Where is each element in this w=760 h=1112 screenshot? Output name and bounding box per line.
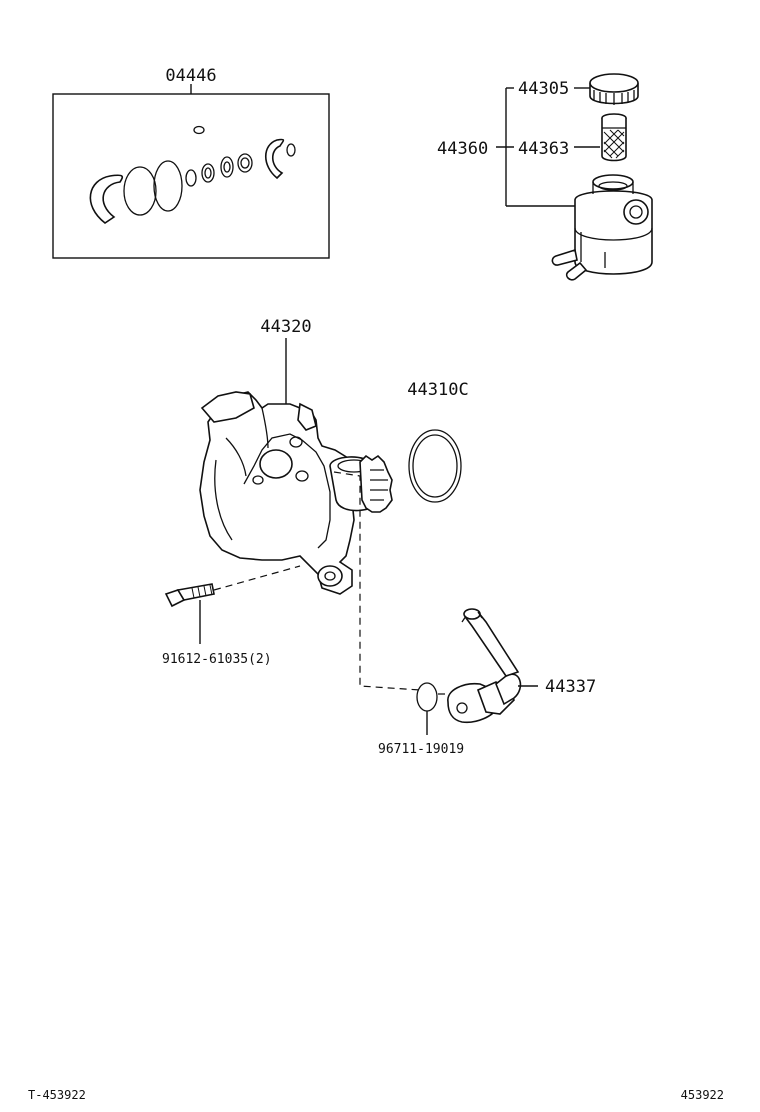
bushing-2-inner — [223, 161, 231, 173]
seal-ring-inner — [240, 157, 250, 169]
pipe-o-ring — [416, 682, 438, 712]
reservoir-group — [496, 73, 653, 281]
reservoir-cap — [589, 73, 639, 105]
bushing-2 — [220, 156, 234, 178]
o-ring-2 — [153, 160, 183, 212]
label-96711-19019: 96711-19019 — [378, 742, 464, 757]
seal-ring — [237, 153, 253, 173]
footer-right-code: 453922 — [681, 1088, 724, 1102]
bushing-1-inner — [204, 167, 212, 179]
seal-kit-box — [52, 93, 330, 259]
label-44337: 44337 — [545, 677, 596, 697]
label-44305: 44305 — [518, 79, 569, 99]
bushing-1 — [201, 163, 215, 183]
seal-kit-group — [52, 84, 330, 259]
strainer — [601, 113, 627, 162]
snap-ring-left — [89, 174, 124, 224]
label-44320: 44320 — [260, 317, 311, 337]
vane-pump — [199, 391, 393, 595]
label-44360: 44360 — [437, 139, 488, 159]
pump-o-ring — [408, 429, 462, 503]
label-44363: 44363 — [518, 139, 569, 159]
o-ring-small-right — [286, 143, 296, 157]
o-ring-3 — [185, 169, 197, 187]
pipe-group — [416, 608, 538, 735]
label-91612-61035: 91612-61035(2) — [162, 652, 272, 667]
o-ring-1 — [123, 166, 157, 216]
o-ring-small-top — [193, 125, 205, 135]
pump-bolt — [164, 583, 215, 644]
snap-ring-right — [264, 138, 285, 180]
label-04446: 04446 — [165, 66, 216, 86]
suction-pipe — [447, 608, 522, 724]
footer-left-code: T-453922 — [28, 1088, 86, 1102]
label-44310c: 44310C — [407, 380, 468, 400]
pump-group — [164, 338, 462, 691]
reservoir-tank — [551, 174, 653, 281]
